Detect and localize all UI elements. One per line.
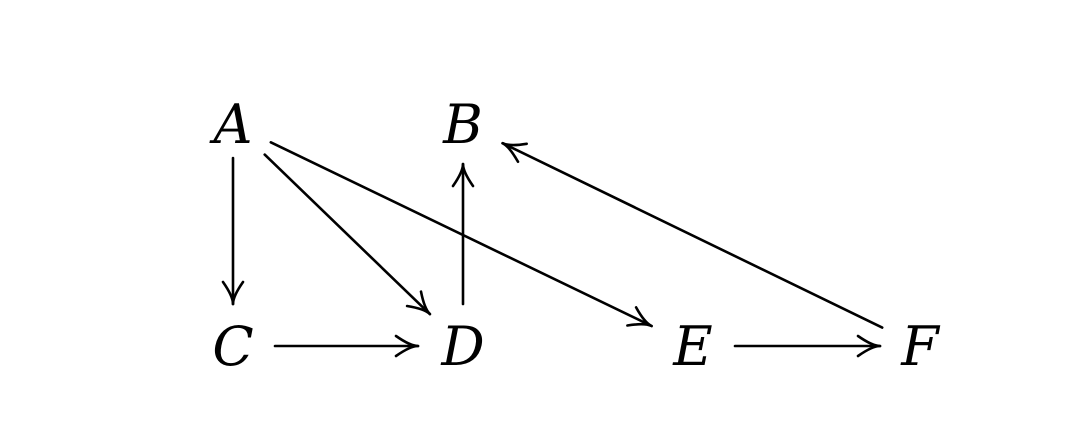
node-f: F [900,315,941,378]
node-c: C [212,315,253,378]
arrow-shaft [501,141,884,329]
arrowhead [221,280,245,306]
arrowhead [626,306,653,328]
arrow-f-to-b [501,141,884,329]
arrow-c-to-d [273,334,420,358]
arrowhead [501,141,528,164]
node-a: A [209,93,253,156]
arrow-a-to-c [221,156,245,306]
arrow-d-to-b [451,162,475,306]
diagram-edges [221,141,884,358]
arrow-shaft [269,141,653,328]
arrowhead [405,290,432,316]
arrow-a-to-e [269,141,653,328]
arrowhead [856,334,882,358]
arrow-shaft [263,153,432,316]
node-e: E [672,315,712,378]
diagram-nodes: A B C D E F [209,93,942,378]
arrowhead [451,162,475,188]
arrow-e-to-f [733,334,882,358]
node-b: B [442,93,483,156]
arrowhead [394,334,420,358]
arrow-a-to-d [263,153,432,316]
node-d: D [440,315,484,378]
